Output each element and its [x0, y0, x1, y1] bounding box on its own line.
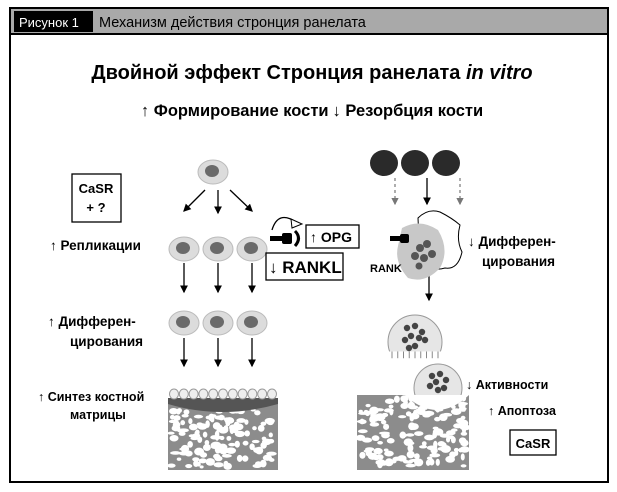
stem-cell — [197, 159, 229, 185]
opg-label: ↑ OPG — [310, 229, 352, 245]
lining-osteoblast — [169, 388, 179, 400]
lining-osteoblast — [267, 388, 277, 400]
rankl-label: ↓ RANKL — [269, 258, 342, 277]
casr-unknown-label: + ? — [86, 200, 105, 215]
right-bone — [355, 395, 471, 470]
rank-receptor-icon — [390, 234, 409, 243]
osteoclast-arrows — [423, 178, 433, 302]
osteoblast-differentiation-label-2: цирования — [70, 334, 143, 349]
lining-osteoblast — [218, 388, 228, 400]
resorption-pit — [405, 395, 469, 410]
figure-label-badge — [14, 11, 93, 32]
casr-box — [71, 173, 122, 223]
lining-osteoblast — [257, 388, 268, 400]
lining-osteoblast — [188, 388, 199, 400]
replicating-cell — [168, 236, 200, 262]
lining-osteoblast — [178, 388, 189, 400]
new-matrix — [168, 398, 278, 412]
casr-right-box — [509, 429, 557, 456]
casr-label: CaSR — [79, 181, 114, 196]
differentiating-cell — [168, 310, 200, 336]
osteoblast-differentiation-label: ↑ Дифферен- — [48, 314, 136, 329]
preosteoclast-nuclei — [411, 240, 436, 270]
rank-label: RANK — [370, 263, 402, 275]
dashed-arrows — [391, 178, 464, 206]
header-bar — [11, 9, 607, 34]
replicating-cell — [202, 236, 234, 262]
main-title: Двойной эффект Стронция ранелата in vitr… — [91, 62, 532, 84]
replicating-cell — [236, 236, 268, 262]
differentiating-cell — [202, 310, 234, 336]
left-bone — [167, 388, 278, 470]
subtitle: ↑ Формирование кости↓ Резорбция кости — [141, 102, 483, 120]
rankl-box — [265, 252, 344, 281]
casr-right-label: CaSR — [516, 436, 551, 451]
precursor-cell — [401, 150, 429, 176]
figure-title: Механизм действия стронция ранелата — [99, 15, 367, 31]
lining-osteoblast — [227, 388, 238, 400]
osteoclast-differentiation-label-2: цирования — [482, 254, 555, 269]
lining-osteoblast — [237, 388, 248, 400]
differentiating-cell — [236, 310, 268, 336]
rankl-opg-binding-icon — [270, 229, 300, 247]
lining-osteoblast — [208, 388, 219, 400]
precursor-cell — [432, 150, 460, 176]
bone-tissue — [167, 388, 471, 470]
matrix-synthesis-label-2: матрицы — [70, 408, 126, 422]
osteoclast-differentiation-label: ↓ Дифферен- — [468, 234, 556, 249]
osteoblast-lineage — [168, 159, 268, 336]
precursor-cell — [370, 150, 398, 176]
replication-label: ↑ Репликации — [50, 238, 141, 253]
osteoclast-precursors — [370, 150, 460, 176]
lineage-arrows — [180, 189, 256, 368]
figure-label: Рисунок 1 — [19, 15, 79, 30]
lining-osteoblast — [198, 388, 209, 400]
activity-label: ↓ Активности — [466, 378, 548, 392]
apoptosis-label: ↑ Апоптоза — [488, 404, 557, 418]
lining-osteoblast — [247, 388, 258, 400]
opg-box — [305, 224, 360, 249]
osteoclast — [387, 314, 443, 371]
matrix-synthesis-label: ↑ Синтез костной — [38, 390, 144, 404]
